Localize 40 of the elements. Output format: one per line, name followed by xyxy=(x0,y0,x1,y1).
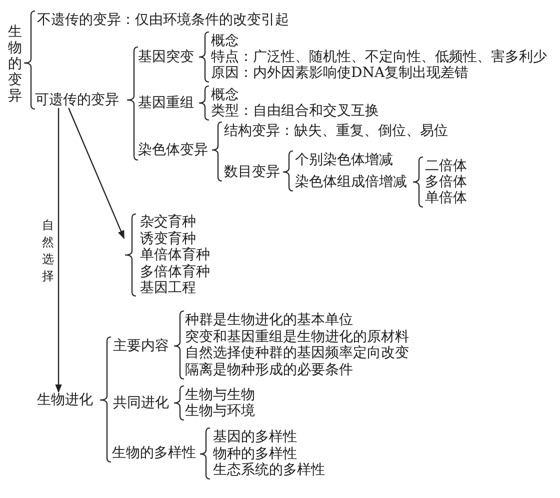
brace xyxy=(124,213,136,297)
arrow xyxy=(68,108,125,239)
topic-label: 主要内容 xyxy=(113,338,169,354)
list-item: 突变和基因重组是生物进化的原材料 xyxy=(185,329,409,345)
topic-label: 染色体变异 xyxy=(138,142,208,158)
list-item: 概念 xyxy=(211,33,239,49)
list-item: 多倍体 xyxy=(425,174,467,190)
list-item: 概念 xyxy=(211,87,239,103)
list-item: 生物与环境 xyxy=(185,403,255,419)
list-item: 特点：广泛性、随机性、不定向性、低频性、害多利少 xyxy=(211,49,547,65)
list-item: 隔离是物种形成的必要条件 xyxy=(185,362,353,378)
list-item: 杂交育种 xyxy=(140,214,196,230)
list-item: 类型：自由组合和交叉互换 xyxy=(211,103,379,119)
topic-label: 基因重组 xyxy=(138,95,194,111)
topic-label: 可遗传的变异 xyxy=(35,92,119,108)
list-item: 种群是生物进化的基本单位 xyxy=(185,312,353,328)
list-item: 个别染色体增减 xyxy=(295,152,393,168)
arrow xyxy=(55,108,62,393)
list-item: 单倍体育种 xyxy=(140,247,210,263)
vertical-title: 生物的变异 xyxy=(8,24,22,104)
topic-label: 共同进化 xyxy=(113,395,169,411)
list-item: 自然选择使种群的基因频率定向改变 xyxy=(185,345,409,361)
list-item: 生态系统的多样性 xyxy=(213,462,325,478)
list-item: 多倍体育种 xyxy=(140,264,210,280)
list-item: 不遗传的变异：仅由环境条件的改变引起 xyxy=(37,12,289,28)
topic-label: 数目变异 xyxy=(224,164,280,180)
list-item: 单倍体 xyxy=(425,190,467,206)
topic-label: 染色体组成倍增减 xyxy=(295,174,407,190)
list-item: 原因：内外因素影响使DNA复制出现差错 xyxy=(211,65,469,81)
list-item: 结构变异：缺失、重复、倒位、易位 xyxy=(224,123,448,139)
list-item: 诱变育种 xyxy=(140,230,196,246)
list-item: 物种的多样性 xyxy=(213,446,297,462)
topic-label: 生物的多样性 xyxy=(112,445,196,461)
edge-label: 自然选择 xyxy=(42,217,54,285)
list-item: 生物与生物 xyxy=(185,387,255,403)
topic-label: 基因突变 xyxy=(138,49,194,65)
list-item: 二倍体 xyxy=(425,158,467,174)
list-item: 基因的多样性 xyxy=(213,429,297,445)
list-item: 基因工程 xyxy=(140,280,196,296)
topic-label: 生物进化 xyxy=(37,392,93,408)
